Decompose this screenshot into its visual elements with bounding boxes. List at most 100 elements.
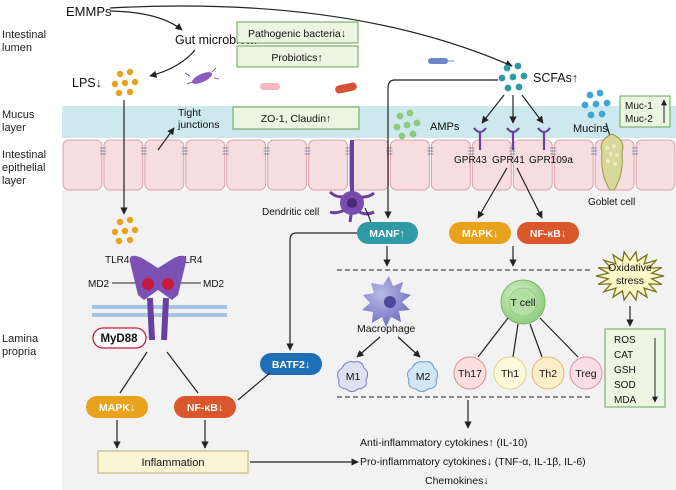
oxidative-stress-burst-icon (595, 250, 665, 302)
pathogenic-bacteria-label: Pathogenic bacteria↓ (248, 28, 346, 40)
oxidative-stress-label: Oxidative (608, 262, 652, 274)
cytokines-anti-label: Anti-inflammatory cytokines↑ (IL-10) (360, 437, 527, 449)
th1-cell-icon (493, 356, 527, 390)
lps-bound-molecules-icon (111, 216, 139, 245)
manf-pill (357, 222, 418, 244)
arrow-scfas-to-gpr43 (481, 94, 505, 124)
th17-cell-icon (453, 356, 487, 390)
nfkb-right-label: NF-κB↓ (530, 228, 566, 240)
epithelial-cell (185, 139, 226, 191)
md2-right-label: MD2 (203, 279, 225, 290)
myd88-box (92, 327, 147, 349)
lps-label: LPS↓ (72, 76, 102, 90)
tight-junctions-label: Tight (178, 107, 201, 119)
tight-junction-mark (632, 147, 639, 155)
arrow-gpr-to-mapk-right (477, 167, 508, 219)
epithelial-cell (635, 139, 676, 191)
tcell-label: T cell (511, 297, 536, 309)
tight-junction-mark (427, 147, 434, 155)
region-label-epithelial: epithelial (2, 162, 45, 174)
muc1-label: Muc-1 (625, 101, 653, 112)
arrow-batf2-to-nfkb (237, 372, 271, 401)
epithelial-cell (512, 139, 553, 191)
emmps-label: EMMPs (66, 4, 112, 19)
m2-label: M2 (416, 371, 431, 383)
treg-cell-icon (569, 356, 603, 390)
zo1-claudin-label: ZO-1, Claudin↑ (261, 113, 332, 125)
intestinal-lumen-layer (62, 0, 676, 110)
marker-gsh-label: GSH (614, 365, 636, 376)
pathogenic-bacteria-box (236, 21, 359, 44)
goblet-cell-icon (600, 133, 624, 191)
tight-junction-mark (140, 147, 147, 155)
scfas-label: SCFAs↑ (533, 71, 578, 85)
cytokines-pro-label: Pro-inflammatory cytokines↓ (TNF-α, IL-1… (360, 456, 586, 468)
tcell-icon (500, 279, 546, 325)
amps-molecules-icon (393, 109, 421, 140)
m1-cell-icon (337, 361, 369, 392)
tight-junctions-label: junctions (177, 119, 219, 131)
mapk-right-label: MAPK↓ (462, 228, 498, 240)
epithelial-cell (389, 139, 430, 191)
region-labels: Intestinal lumen Mucus layer Intestinal … (2, 29, 46, 358)
arrow-emmps-to-scfas (109, 5, 513, 67)
tlr4-receptor-icon (129, 255, 187, 341)
arrow-tlr4-to-nfkb (166, 351, 199, 394)
arrow-manf-to-batf2 (286, 232, 357, 351)
epithelial-cells (62, 139, 676, 191)
arrow-scfas-to-gpr109a (521, 94, 544, 124)
bacteria-icon (184, 58, 454, 94)
epithelial-cell (267, 139, 308, 191)
region-label-epithelial: Intestinal (2, 149, 46, 161)
macrophage-icon (362, 276, 411, 327)
macrophage-label: Macrophage (357, 323, 416, 335)
tight-junction-mark (304, 147, 311, 155)
epithelial-cell (553, 139, 594, 191)
dendritic-cell-label: Dendritic cell (262, 207, 319, 218)
zo1-claudin-box (232, 106, 360, 130)
tight-junction-mark (263, 147, 270, 155)
region-label-lumen: Intestinal (2, 29, 46, 41)
tight-junction-mark (591, 147, 598, 155)
arrow-tcell-to-th2 (529, 323, 543, 358)
th2-cell-icon (531, 356, 565, 390)
arrow-tcell-to-treg (539, 317, 579, 358)
md2-left-label: MD2 (88, 279, 110, 290)
inflammation-label: Inflammation (142, 457, 205, 469)
region-label-lamina: propria (2, 346, 37, 358)
mucins-molecules-icon (581, 89, 611, 119)
arrow-scfas-to-manf (384, 79, 498, 219)
epithelial-cell (62, 139, 103, 191)
epithelial-cell (226, 139, 267, 191)
marker-cat-label: CAT (614, 350, 633, 361)
nfkb-left-pill (174, 396, 236, 418)
batf2-pill (260, 353, 322, 375)
tight-junction-mark (222, 147, 229, 155)
tight-junction-mark (468, 147, 475, 155)
goblet-cell-label: Goblet cell (588, 197, 635, 208)
region-label-epithelial: layer (2, 175, 26, 187)
region-label-lamina: Lamina (2, 333, 39, 345)
amps-label: AMPs (430, 121, 460, 133)
myd88-label: MyD88 (100, 333, 138, 345)
nfkb-left-label: NF-κB↓ (187, 402, 223, 414)
epithelial-cell (349, 139, 389, 191)
epithelial-cell (308, 139, 349, 191)
arrow-microbiota-to-lps (149, 49, 196, 78)
gpr41-label: GPR41 (492, 155, 525, 166)
tlr4-right-label: TLR4 (178, 255, 203, 266)
lps-molecules-icon (111, 68, 139, 97)
tight-junction-mark (181, 147, 188, 155)
gpr43-label: GPR43 (454, 155, 487, 166)
dendritic-cell-icon (328, 140, 375, 223)
mapk-left-pill (86, 396, 148, 418)
tight-junction-mark (99, 147, 106, 155)
arrow-tcell-to-th17 (477, 317, 509, 358)
m1-label: M1 (346, 371, 361, 383)
mapk-left-label: MAPK↓ (99, 402, 135, 414)
arrow-tcell-to-th1 (512, 323, 519, 358)
marker-mda-label: MDA (614, 395, 637, 406)
inflammation-box (97, 450, 249, 474)
marker-ros-label: ROS (614, 335, 636, 346)
